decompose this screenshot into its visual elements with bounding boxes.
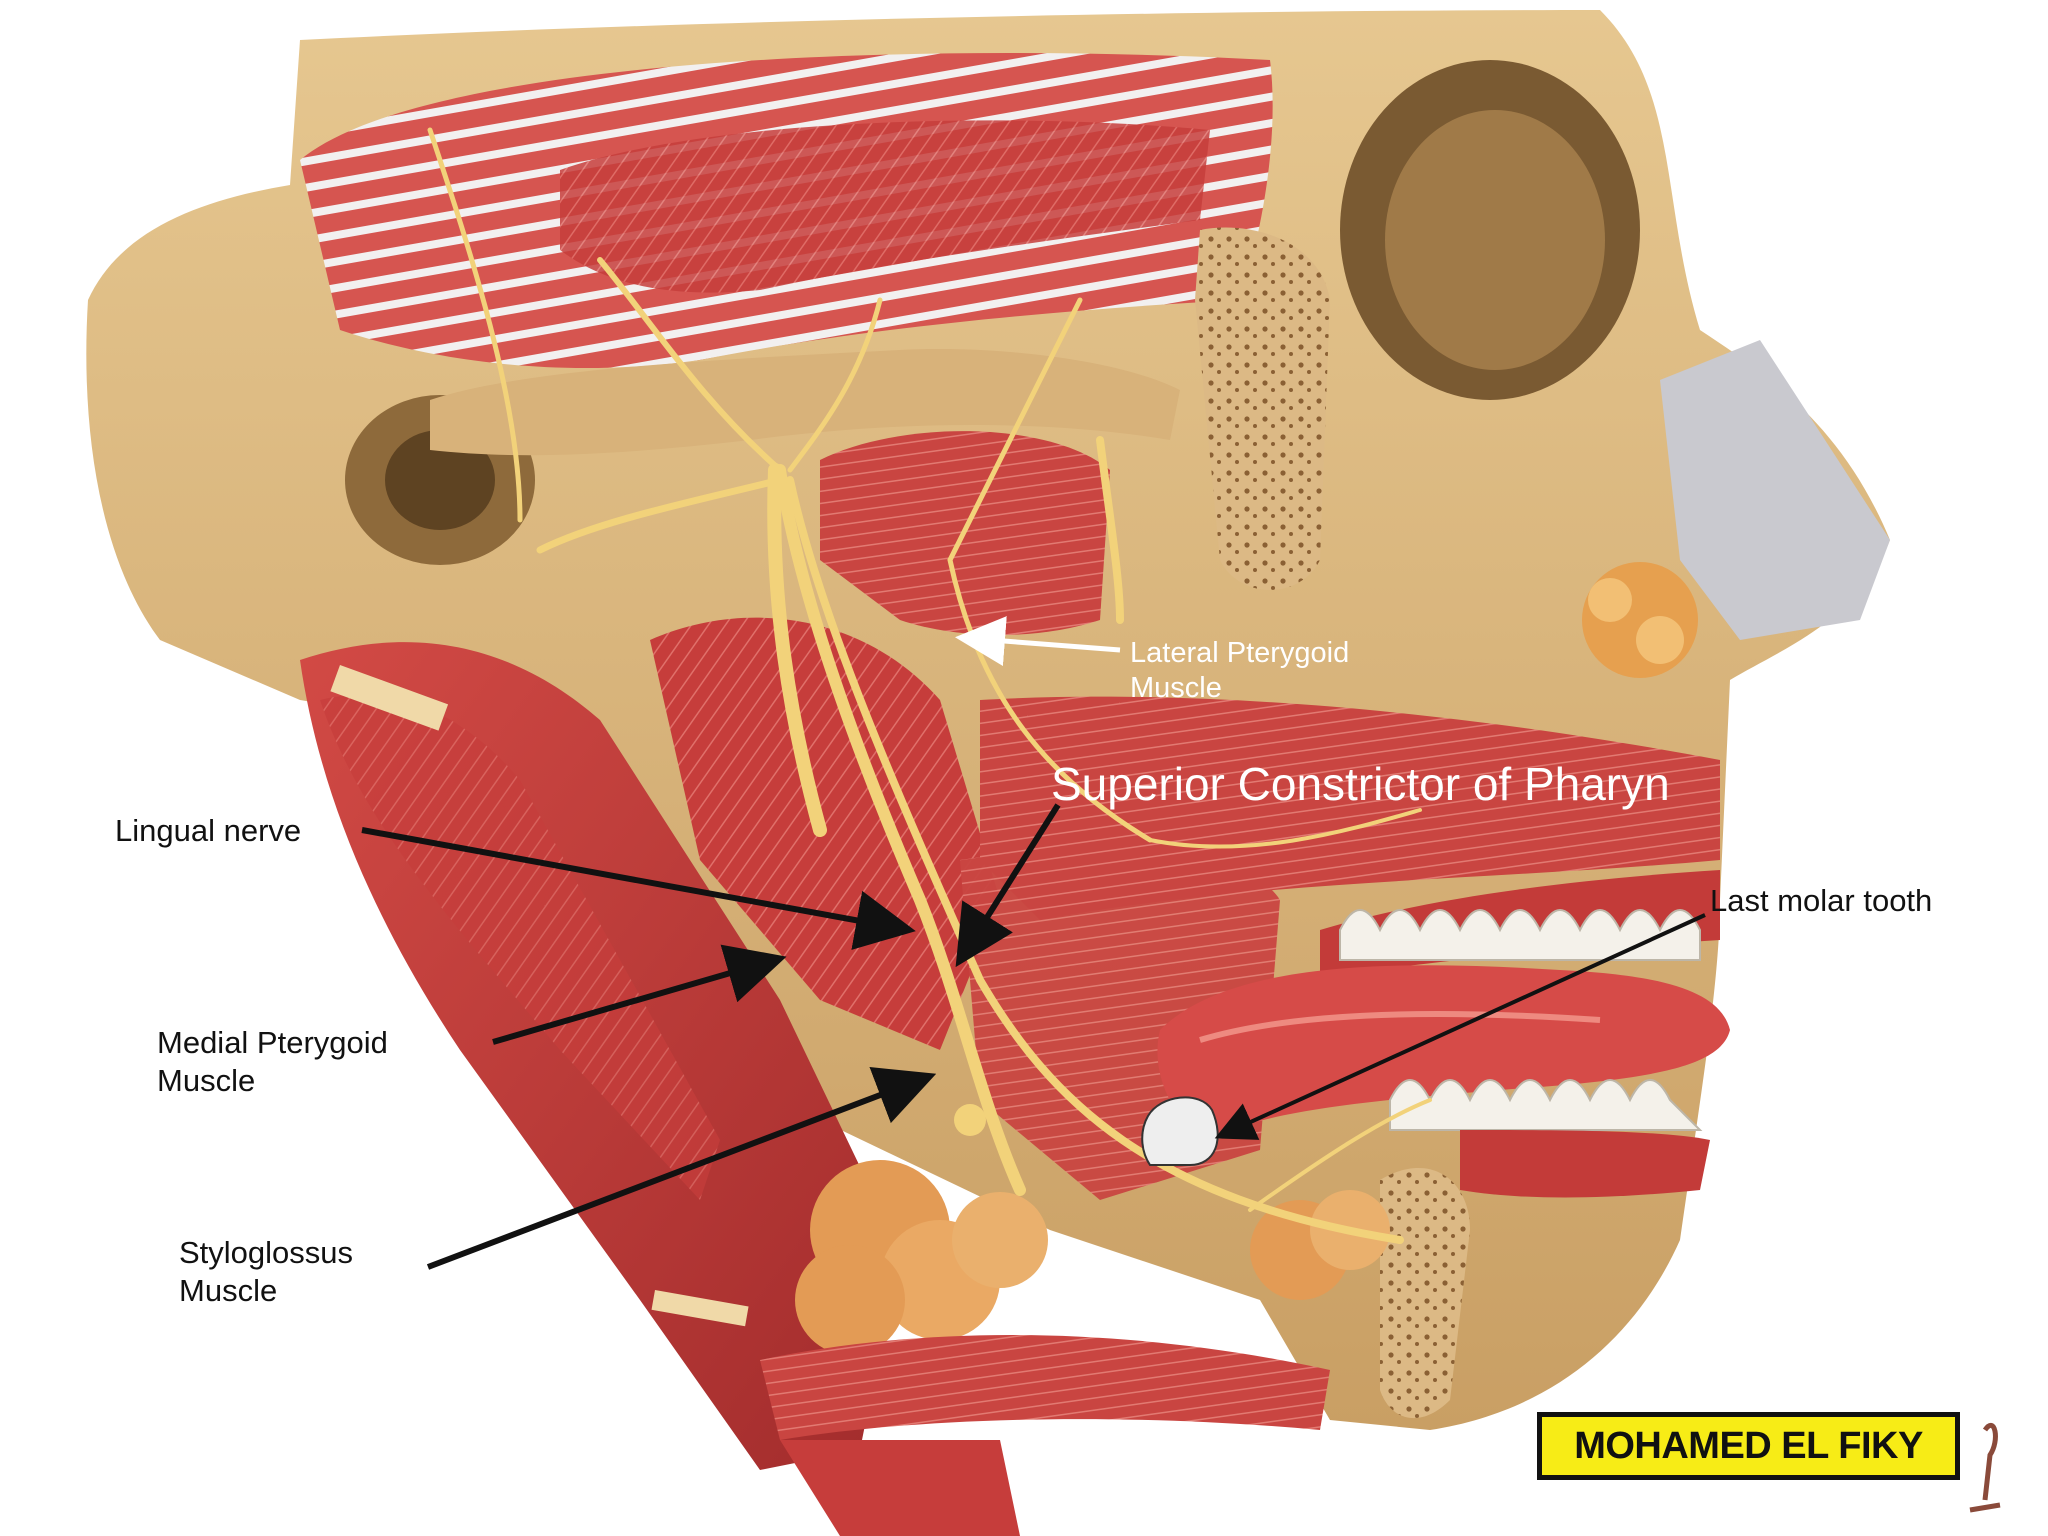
pointer-arrows bbox=[361, 803, 1706, 1270]
label-text-line1: Styloglossus bbox=[179, 1235, 354, 1270]
arrow-superior-constrictor bbox=[955, 803, 1061, 968]
label-medial-pterygoid: Medial Pterygoid Muscle bbox=[157, 1024, 388, 1100]
arrow-last-molar bbox=[1214, 913, 1706, 1140]
label-text-line1: Lateral Pterygoid bbox=[1130, 637, 1350, 669]
nasal-cartilage bbox=[1660, 340, 1890, 640]
label-last-molar-tooth: Last molar tooth bbox=[1710, 882, 1932, 920]
mandible-section bbox=[1380, 1168, 1470, 1419]
upper-teeth bbox=[1320, 870, 1720, 980]
arrow-styloglossus bbox=[426, 1067, 937, 1270]
label-text-line2: Muscle bbox=[1130, 672, 1222, 705]
label-text-line2: Muscle bbox=[179, 1272, 278, 1308]
label-text: Superior Constrictor of Pharyn bbox=[1051, 758, 1670, 810]
arrow-medial-pterygoid bbox=[492, 944, 787, 1045]
label-lateral-pterygoid: Lateral Pterygoid Muscle bbox=[1130, 636, 1349, 707]
tongue bbox=[1157, 965, 1730, 1140]
label-superior-constrictor: Superior Constrictor of Pharyn bbox=[1051, 756, 1741, 812]
submandibular-gland bbox=[795, 1160, 1390, 1355]
label-lingual-nerve: Lingual nerve bbox=[115, 812, 301, 850]
label-styloglossus: Styloglossus Muscle bbox=[179, 1234, 353, 1310]
arrow-lingual-nerve bbox=[361, 827, 916, 950]
author-name: MOHAMED EL FIKY bbox=[1574, 1424, 1923, 1467]
label-text: Last molar tooth bbox=[1710, 883, 1933, 918]
lower-teeth bbox=[1389, 1079, 1710, 1198]
zygomatic-arch bbox=[430, 349, 1180, 456]
arrow-lateral-pterygoid bbox=[955, 616, 1121, 667]
label-text: Lingual nerve bbox=[115, 813, 302, 848]
last-molar-marker bbox=[1141, 1096, 1219, 1166]
label-text-line2: Muscle bbox=[157, 1062, 256, 1098]
author-signature-box: MOHAMED EL FIKY bbox=[1537, 1412, 1960, 1480]
signature-mark bbox=[1969, 1422, 2001, 1513]
label-text-line1: Medial Pterygoid bbox=[157, 1025, 388, 1060]
nerves bbox=[427, 127, 1432, 1244]
